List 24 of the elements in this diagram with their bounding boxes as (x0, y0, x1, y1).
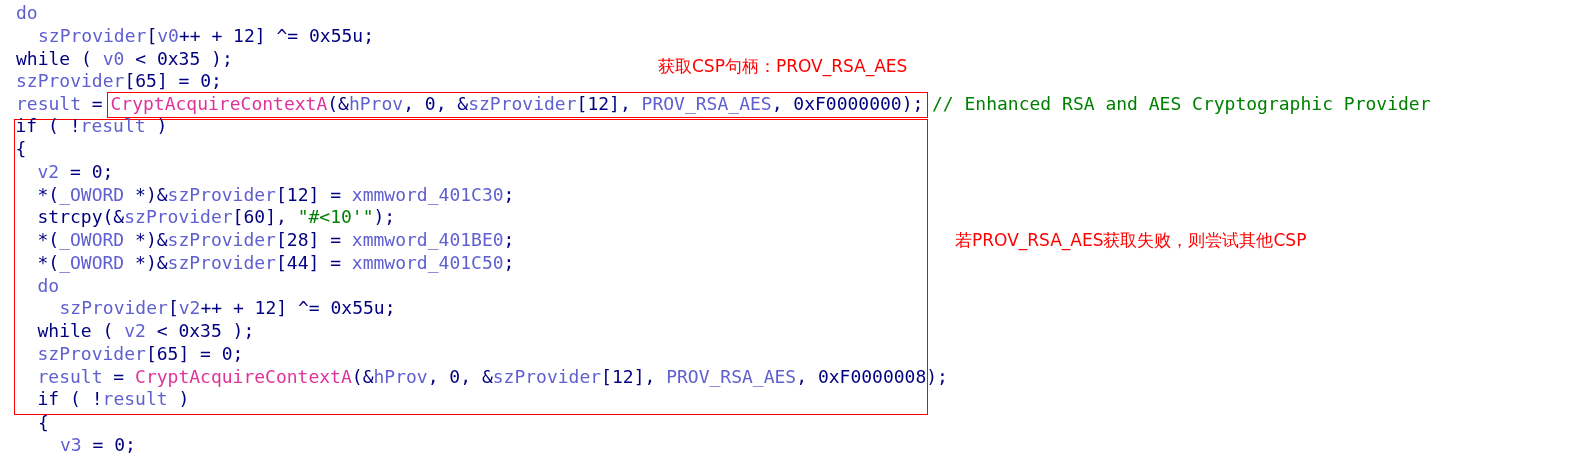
code-line: *(_OWORD *)&szProvider[28] = xmmword_401BE0; (37, 229, 515, 251)
code-line: while ( v0 < 0x35 ); (16, 47, 233, 70)
code-line: *(_OWORD *)&szProvider[44] = xmmword_401C50; (37, 251, 515, 274)
code-line: v3 = 0; (60, 434, 136, 457)
code-line: do (37, 274, 60, 297)
code-line: v2 = 0; (37, 160, 114, 183)
code-line: if ( !result ) (15, 115, 168, 138)
code-line: *(_OWORD *)&szProvider[12] = xmmword_401C30; (37, 183, 515, 206)
code-line: szProvider[v0++ + 12] ^= 0x55u; (38, 24, 374, 47)
code-line: if ( !result ) (37, 388, 190, 411)
code-line: CryptAcquireContextA(&hProv, 0, &szProvider[12], PROV_RSA_AES, 0xF0000000); (110, 92, 924, 115)
code-line: while ( v2 < 0x35 ); (37, 320, 255, 342)
code-line: { (15, 138, 27, 160)
annotation: 获取CSP句柄：PROV_RSA_AES (658, 55, 908, 77)
code-line: result = CryptAcquireContextA(&hProv, 0, &szProvider[12], PROV_RSA_AES, 0xF0000008); (37, 365, 948, 388)
code-line: { (38, 411, 49, 434)
code-line: szProvider[65] = 0; (16, 70, 222, 93)
code-line: strcpy(&szProvider[60], "#<10'"); (37, 206, 396, 229)
code-line: do (16, 2, 38, 24)
code-line: szProvider[v2++ + 12] ^= 0x55u; (59, 297, 396, 320)
annotation: 若PROV_RSA_AES获取失败，则尝试其他CSP (955, 229, 1307, 251)
code-comment: // Enhanced RSA and AES Cryptographic Provider (932, 93, 1431, 115)
code-line: result = (16, 93, 103, 115)
code-line: szProvider[65] = 0; (37, 342, 244, 365)
